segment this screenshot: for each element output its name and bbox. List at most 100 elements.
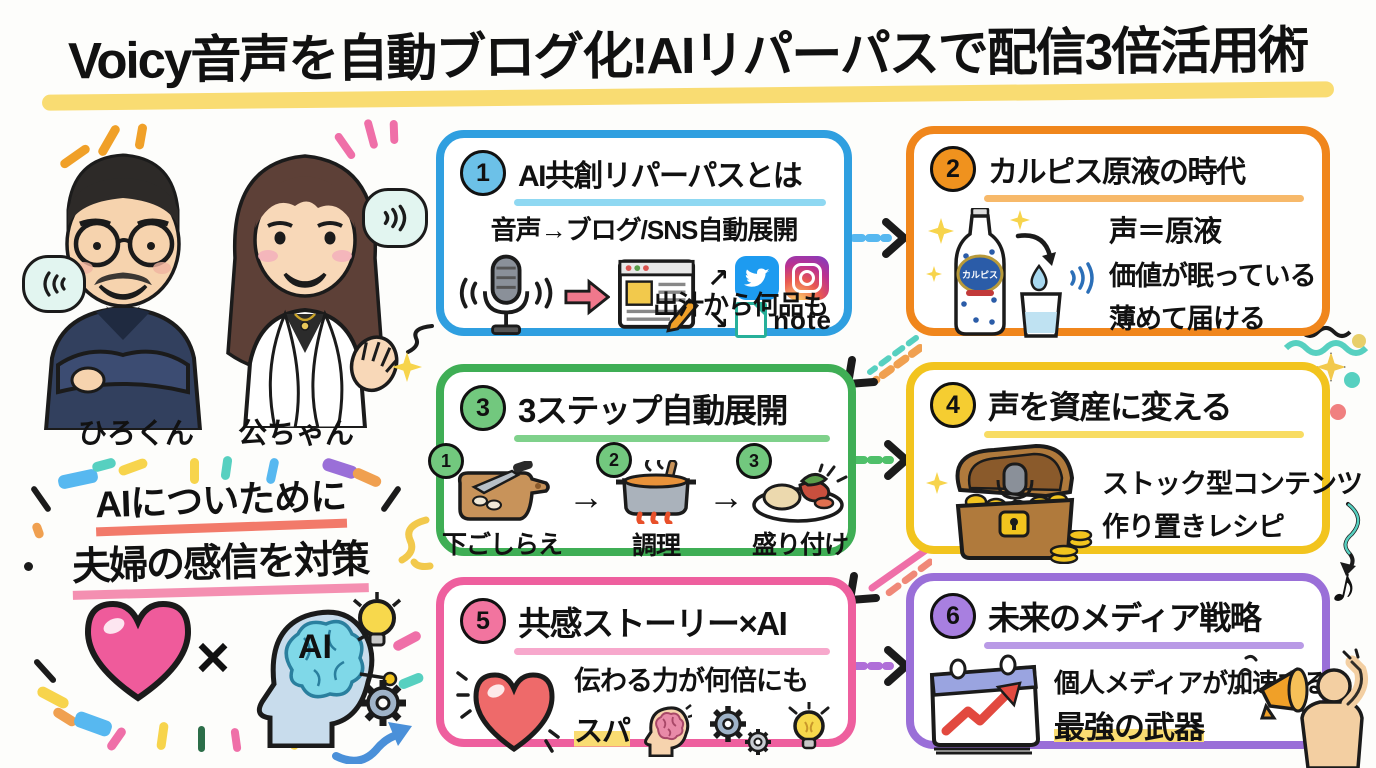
box5-number-badge: 5 (460, 598, 506, 644)
step-arrow: → (568, 476, 605, 517)
box6-number: 6 (946, 601, 960, 630)
box3-number: 3 (476, 393, 490, 422)
gear-icon (360, 680, 406, 726)
coins-icon (1049, 530, 1093, 564)
box2-calpis-era: 2 カルピス原液の時代 カルピス (906, 126, 1330, 338)
speech-bubble-right (362, 188, 428, 248)
confetti-dash (198, 726, 205, 752)
treasure-chest-icon (955, 444, 1075, 560)
box4-line2: 作り置きレシピ (1102, 512, 1285, 542)
sparkle-icon (926, 266, 942, 282)
cutting-board-icon (457, 461, 550, 521)
left-note-line1: AIについために (93, 475, 347, 537)
sound-wave-icon (1070, 262, 1094, 294)
step2-number: 2 (609, 449, 620, 470)
glass-icon (1020, 292, 1062, 338)
box1-number: 1 (476, 158, 490, 187)
box6-number-badge: 6 (930, 593, 976, 639)
plated-dish-icon (752, 463, 848, 523)
squiggle-icon (406, 324, 434, 354)
step2-label: 調理 (632, 532, 681, 560)
confetti-dot (1352, 334, 1366, 348)
box5-empathy-story: 5 共感ストーリー×AI 伝わる力が何倍にも スパ (436, 577, 856, 757)
box5-underline (514, 648, 830, 655)
box6-future-media: 6 未来のメディア戦略 個人メディアが加速する 最強の武器 (906, 573, 1330, 755)
ai-brain-label: AI (298, 628, 332, 666)
box2-underline (984, 195, 1304, 202)
box1-number-badge: 1 (460, 150, 506, 196)
note-label: note (773, 304, 832, 335)
box1-ai-repurpose: 1 AI共創リパーパスとは 音声→ブログ/SNS自動展開 (436, 130, 852, 338)
calpis-bottle-icon: カルピス (954, 208, 1006, 336)
ai-brain-head-icon (256, 609, 398, 748)
box3-underline (514, 435, 830, 442)
note-icon (735, 302, 768, 338)
box6-line2: 最強の武器 (1054, 710, 1205, 745)
treasure-illustration (926, 444, 1094, 564)
box2-line2: 価値が眠っている (1109, 261, 1317, 291)
left-note-block: AIについために 夫婦の感信を対策 (20, 470, 420, 600)
host2-name: 公ちゃん (238, 418, 355, 450)
lightbulb-icon (788, 702, 830, 750)
box4-title: 声を資産に変える (988, 389, 1233, 425)
arrow-down-right: ↘ (707, 304, 730, 335)
box5-line1: 伝わる力が何倍にも (574, 666, 809, 696)
confetti-dot (1344, 372, 1360, 388)
gears-icon (710, 706, 772, 755)
box1-underline (514, 199, 826, 206)
box2-line3: 薄めて届ける (1109, 304, 1266, 334)
confetti-dash (32, 657, 58, 685)
connector-box3-box4 (854, 440, 910, 480)
box4-underline (984, 431, 1304, 438)
step-prep: 1 下ごしらえ (428, 443, 563, 561)
calendar-chart-icon (929, 654, 1041, 755)
box6-title: 未来のメディア戦略 (988, 600, 1262, 636)
curved-arrow-right-side (1340, 502, 1360, 576)
box1-caption: 出汁から何品も (652, 290, 829, 320)
page-title-wrap: Voicy音声を自動ブログ化!AIリパーパスで配信3倍活用術 (0, 14, 1376, 111)
twitter-icon (735, 256, 780, 300)
box5-line2: スパ (574, 708, 631, 750)
arrow-up-right: ↗ (707, 262, 730, 293)
instagram-icon (785, 256, 830, 300)
box4-number: 4 (946, 390, 960, 419)
step1-number: 1 (440, 450, 451, 471)
host-male-avatar (43, 153, 203, 430)
droplet-icon (1030, 264, 1048, 292)
sparkle-icon (1010, 210, 1030, 230)
squiggle-icon (398, 516, 434, 570)
box2-title: カルピス原液の時代 (988, 156, 1246, 189)
page-title: Voicy音声を自動ブログ化!AIリパーパスで配信3倍活用術 (68, 21, 1308, 90)
microphone-icon (459, 254, 553, 336)
box4-number-badge: 4 (930, 382, 976, 428)
box2-number-badge: 2 (930, 146, 976, 192)
box4-line1: ストック型コンテンツ (1102, 469, 1363, 499)
box2-line1: 声＝原液 (1109, 216, 1222, 248)
box5-title: 共感ストーリー×AI (518, 605, 788, 642)
bottle-dilution-illustration: カルピス (926, 208, 1101, 338)
host1-name: ひろくん (78, 418, 195, 450)
blog-article-icon (618, 259, 700, 333)
step-arrow: → (708, 476, 745, 517)
svg-text:カルピス: カルピス (962, 269, 998, 280)
brain-head-icon (644, 704, 693, 757)
lightbulb-icon (352, 592, 402, 647)
connector-box1-box2 (852, 218, 908, 258)
confetti-dash (35, 684, 71, 711)
heart-icon (84, 600, 192, 702)
confetti-dot (24, 562, 33, 571)
cooking-pot-icon (616, 460, 697, 524)
confetti-dash (190, 458, 199, 484)
step3-number: 3 (749, 450, 760, 471)
host-female-avatar (226, 154, 399, 428)
box4-voice-asset: 4 声を資産に変える (906, 362, 1363, 564)
box2-number: 2 (946, 154, 960, 183)
box1-title: AI共創リパーパスとは (518, 160, 803, 193)
confetti-dash (156, 721, 169, 751)
confetti-dot (1330, 404, 1346, 420)
box3-title: 3ステップ自動展開 (518, 392, 788, 429)
block-arrow-icon (564, 278, 611, 316)
box3-number-badge: 3 (460, 385, 506, 431)
growth-arrow-icon (332, 722, 412, 764)
